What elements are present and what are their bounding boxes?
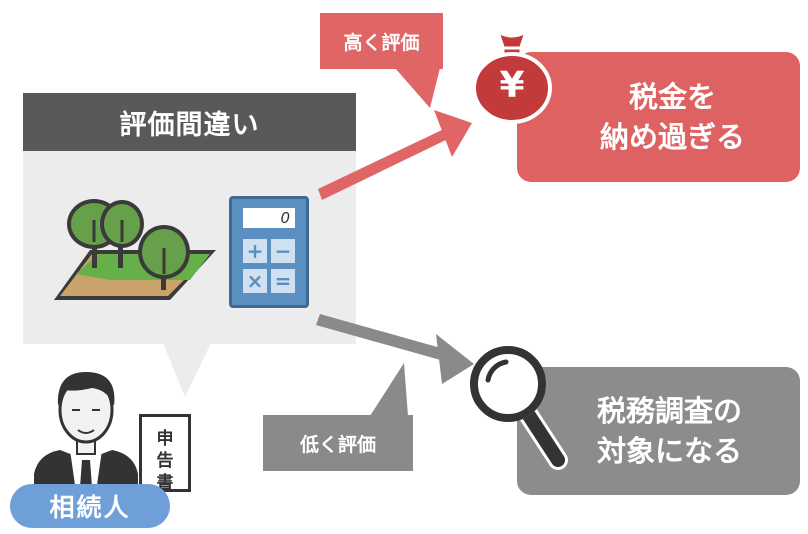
result-overpay-line2: 納め過ぎる [599,120,745,154]
tax-return-document-icon [139,414,191,492]
heir-person-icon [34,372,138,492]
magnifier-icon [470,346,568,470]
callout-low-tail [370,363,408,416]
result-overpay-line1: 税金を [628,80,716,114]
document-text: 申 告 書 [145,428,185,494]
document-char: 申 [156,429,174,449]
arrow-up-right [318,110,472,200]
land-trees-illustration [54,199,216,300]
calculator-key-multiply: × [243,269,267,293]
callout-low-valuation: 低く評価 [263,415,413,471]
calculator-key-plus: + [243,239,267,263]
result-audit-line2: 対象になる [596,434,742,468]
calculator-key-minus: − [271,239,295,263]
callout-high-tail [395,68,440,108]
calculator-display: 0 [243,208,295,228]
document-char: 告 [156,451,174,471]
yen-symbol: ¥ [499,65,525,106]
panel-tail [163,343,211,397]
money-bag-icon [472,28,552,124]
result-audit-line1: 税務調査の [596,394,742,428]
heir-label-badge: 相続人 [10,484,170,528]
callout-high-valuation: 高く評価 [320,13,443,69]
calculator-icon: 0 + − × = [229,196,309,308]
result-tax-audit: 税務調査の 対象になる [517,367,800,495]
calculator-key-equals: = [271,269,295,293]
result-overpay-tax: 税金を 納め過ぎる [517,52,800,182]
tree-icon [100,200,144,268]
arrow-down-right [316,314,474,384]
panel-title: 評価間違い [23,93,356,151]
tree-icon [138,225,190,290]
